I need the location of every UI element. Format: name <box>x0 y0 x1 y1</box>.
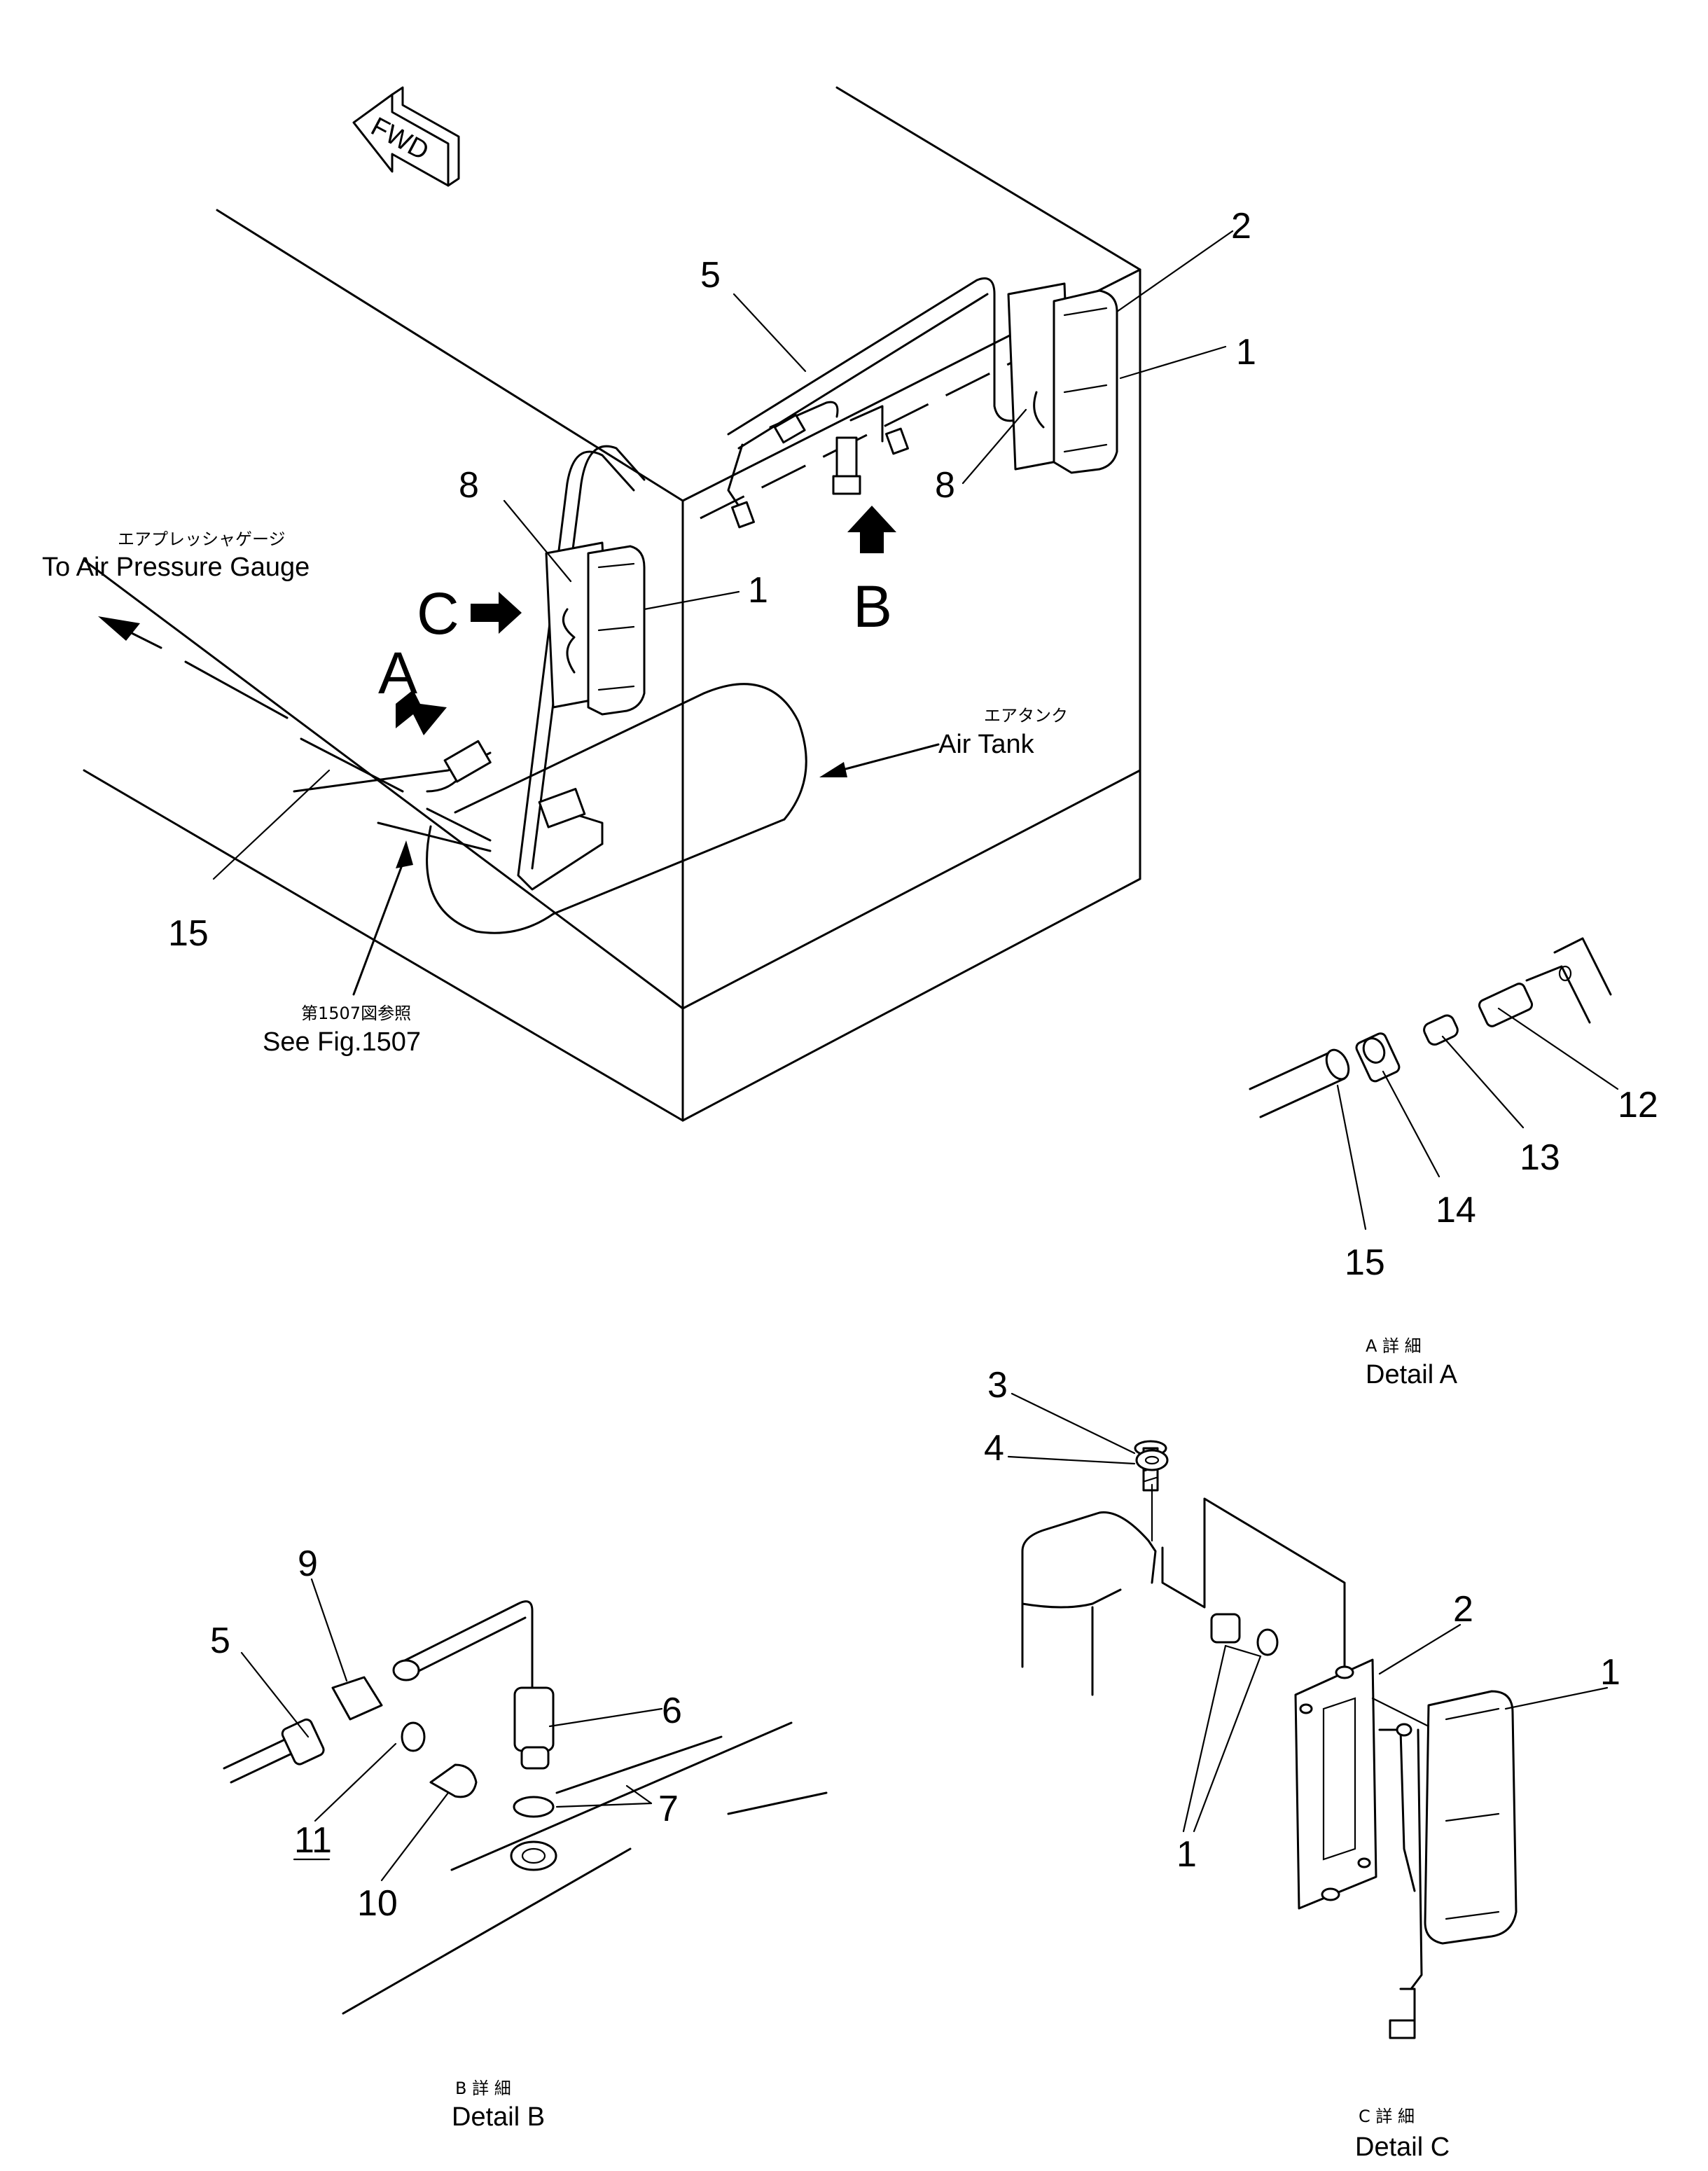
gauge-note-en: To Air Pressure Gauge <box>42 553 310 582</box>
detail-a-caption-jp: A 詳 細 <box>1366 1336 1422 1356</box>
main-part-1-left-label: 1 <box>748 570 768 611</box>
detail-c-part-4-label: 4 <box>984 1428 1004 1469</box>
sleeve-13 <box>1423 1014 1459 1046</box>
fwd-arrow-icon: FWD <box>352 86 460 187</box>
gauge-note-jp: エアプレッシャゲージ <box>118 529 286 549</box>
bolt-10 <box>429 1763 478 1798</box>
detail-b-part-9-label: 9 <box>298 1544 318 1584</box>
tank-note-jp: エアタンク <box>984 706 1068 726</box>
main-leaders <box>212 230 1234 880</box>
nut-1 <box>1210 1613 1241 1644</box>
detail-a-part-12-label: 12 <box>1618 1085 1658 1125</box>
view-arrow-a-icon <box>396 690 447 735</box>
air-tank <box>426 683 807 934</box>
fig-note-en: See Fig.1507 <box>263 1027 421 1057</box>
detail-a-part-15-label: 15 <box>1345 1242 1385 1283</box>
main-part-1-right-label: 1 <box>1236 332 1256 373</box>
main-part-8-right-label: 8 <box>935 465 955 506</box>
detail-b-part-7-label: 7 <box>658 1789 679 1829</box>
main-part-15-label: 15 <box>168 913 209 954</box>
main-part-2-label: 2 <box>1231 206 1251 247</box>
detail-b-part-11-label: 11 <box>294 1820 332 1861</box>
detail-c-caption-jp: C 詳 細 <box>1359 2107 1415 2126</box>
detail-b-part-10-label: 10 <box>357 1883 398 1924</box>
view-arrow-c-icon <box>471 592 522 634</box>
detail-b-caption-jp: B 詳 細 <box>455 2079 511 2098</box>
main-part-8-left-label: 8 <box>459 465 479 506</box>
detail-c-part-1-left-label: 1 <box>1176 1834 1197 1875</box>
view-arrow-b-icon <box>847 506 896 553</box>
connector-12 <box>1478 983 1534 1027</box>
view-marker-c: C <box>417 581 459 646</box>
tank-note-en: Air Tank <box>938 730 1035 759</box>
detail-c-part-2-label: 2 <box>1453 1589 1473 1630</box>
o-ring-7 <box>513 1796 555 1818</box>
switch-6 <box>513 1686 555 1752</box>
detail-b-caption-en: Detail B <box>452 2102 545 2132</box>
detail-c-caption-en: Detail C <box>1355 2132 1450 2162</box>
main-part-5-label: 5 <box>700 255 721 296</box>
detail-a-drawing <box>1249 937 1619 1230</box>
clip-9 <box>331 1676 383 1721</box>
tank-leader-arrow-icon <box>819 743 940 777</box>
lamp-unit-left <box>545 541 646 716</box>
detail-b-part-5-label: 5 <box>210 1621 230 1661</box>
detail-c-main <box>1007 1392 1609 2039</box>
view-marker-a: A <box>378 640 417 706</box>
gauge-line <box>98 616 492 852</box>
detail-b-part-6-label: 6 <box>662 1691 682 1731</box>
view-marker-b: B <box>853 574 892 639</box>
fig-leader-arrow-icon <box>352 840 413 996</box>
washer-4-ring <box>1135 1449 1169 1471</box>
pipe-end-5 <box>281 1718 325 1766</box>
detail-a-part-14-label: 14 <box>1436 1190 1476 1230</box>
gasket-2 <box>1294 1658 1377 1910</box>
fig-note-jp: 第1507図参照 <box>301 1004 411 1023</box>
lamp-unit-right <box>1007 282 1118 474</box>
detail-c-part-3-label: 3 <box>987 1365 1008 1406</box>
detail-b-drawing <box>223 1578 828 2015</box>
detail-a-caption-en: Detail A <box>1366 1360 1458 1389</box>
detail-c-part-1-right-label: 1 <box>1600 1652 1620 1693</box>
detail-a-part-13-label: 13 <box>1520 1137 1560 1178</box>
pipe-fittings <box>443 414 909 828</box>
